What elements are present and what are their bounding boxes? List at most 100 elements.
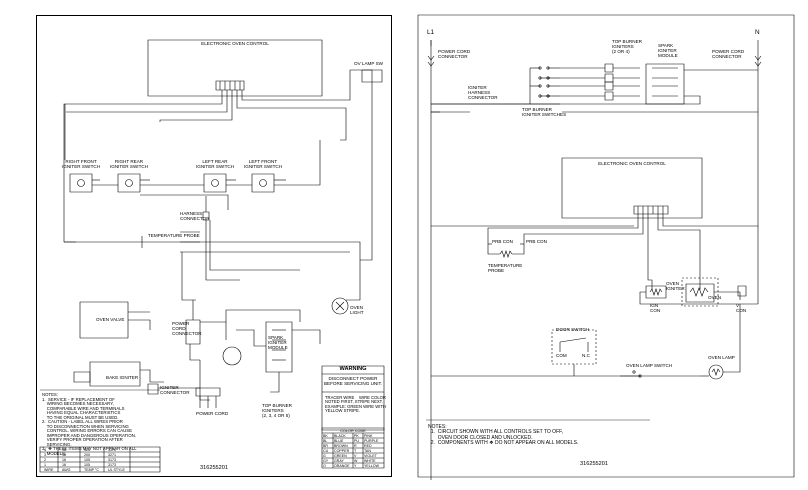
- power-cord-left: POWER CORD CONNECTOR: [438, 49, 471, 59]
- oven-light-symbol: [332, 298, 348, 314]
- top-burner-label: TOP BURNER IGNITERS (2, 3, 4 OR 5): [262, 403, 292, 418]
- nc-label: N.C: [582, 353, 590, 358]
- spark-module: [646, 64, 684, 104]
- wire-table-cell: 2: [44, 457, 46, 462]
- wire-table-cell: 1: [44, 462, 46, 467]
- door-switch-label: DOOR SWITCH: [556, 327, 590, 332]
- left-part-number: 316255201: [200, 465, 228, 471]
- wire-table-cell: 18: [62, 452, 66, 457]
- wiring-sheet: [36, 15, 392, 477]
- color-code-cell: CU: [323, 448, 329, 453]
- control-title: ELECTRONIC OVEN CONTROL: [201, 41, 269, 46]
- color-code-cell: BR: [323, 443, 328, 448]
- wire-table-cell: 3173: [108, 457, 116, 462]
- electronic-oven-control: [562, 158, 702, 218]
- switch-box: [70, 174, 92, 192]
- color-code-cell: YELLOW: [364, 463, 379, 468]
- bake-ignitor-label: BAKE IGNITER: [106, 375, 139, 380]
- oven-valve-label: OVEN VALVE: [96, 317, 125, 322]
- color-code-cell: PURPLE: [364, 438, 379, 443]
- wire-table-cell: 125: [84, 447, 90, 452]
- tracer-text: TRACER WIRE WIRE COLOR NOTED FIRST, STRI…: [325, 395, 386, 414]
- oven-valve-label-right: OVEN: [708, 295, 722, 300]
- color-code-cell: VIOLET: [364, 453, 377, 458]
- color-code-cell: BK: [323, 433, 328, 438]
- ign-con-label: IGN CON: [650, 303, 661, 313]
- wire-table-cell: UL STYLE: [108, 467, 125, 472]
- color-code-cell: G: [323, 453, 326, 458]
- left-notes: NOTES: 1. SERVICE - IF REPLACEMENT OF WI…: [42, 392, 137, 456]
- temp-probe-right: TEMPERATURE PROBE: [488, 263, 523, 273]
- oven-lamp-label: OVEN LAMP: [708, 355, 735, 360]
- color-code-cell: Y: [354, 463, 357, 468]
- igniter-switches-label: TOP BURNER IGNITER SWITCHES: [522, 107, 567, 117]
- oven-lamp-symbol: [709, 365, 723, 379]
- color-code-cell: V: [354, 453, 357, 458]
- color-code-cell: ORANGE: [334, 463, 350, 468]
- wire-table-cell: 3173: [108, 462, 116, 467]
- n-label: N: [755, 29, 760, 36]
- power-cord-label: POWER CORD: [196, 411, 229, 416]
- ignitor-connector-label: IGNITER CONNECTOR: [160, 385, 190, 395]
- color-code-cell: GREEN: [334, 453, 347, 458]
- spark-igniter-module: SPARK IGNITER MODULE: [658, 43, 678, 58]
- color-code-cell: RED: [364, 443, 372, 448]
- wire-table-cell: 3170: [108, 447, 116, 452]
- power-cord-connector-label: POWER CORD CONNECTOR: [172, 321, 202, 336]
- warning-box: [322, 366, 384, 430]
- wire-table-cell: 16: [62, 457, 66, 462]
- switch-label-2: RIGHT REAR IGNITER SWITCH: [109, 159, 149, 169]
- com-label: COM: [556, 353, 567, 358]
- power-cord-right: POWER CORD CONNECTOR: [712, 49, 745, 59]
- color-code-cell: WHITE: [364, 458, 376, 463]
- switch-label-3: LEFT REAR IGNITER SWITCH: [195, 159, 235, 169]
- switch-label-1: RIGHT FRONT IGNITER SWITCH: [61, 159, 101, 169]
- oven-valve-box: [686, 284, 714, 302]
- harness-label: HARNESS CONNECTOR: [180, 211, 210, 221]
- color-code-cell: BLUE: [334, 438, 344, 443]
- color-code-cell: R: [354, 443, 357, 448]
- color-code-cell: COPPER: [334, 448, 350, 453]
- door-switch-box: [552, 330, 596, 364]
- oven-lamp-switch-label-right: OVEN LAMP SWITCH: [626, 363, 673, 368]
- oven-igniter-label: OVEN IGNITER: [666, 281, 685, 291]
- color-code-cell: PU: [354, 438, 359, 443]
- wire-table-cell: WIRE: [44, 467, 54, 472]
- warning-text: DISCONNECT POWER BEFORE SERVICING UNIT.: [323, 376, 383, 386]
- warning-title: WARNING: [339, 366, 367, 372]
- oven-light-label: OVEN LIGHT: [350, 305, 364, 315]
- right-control-title: ELECTRONIC OVEN CONTROL: [598, 161, 666, 166]
- right-part-number: 316255201: [580, 461, 608, 467]
- wire-table-cell: 18: [62, 447, 66, 452]
- color-code-cell: PINK: [364, 433, 373, 438]
- wire-table-cell: AWG: [62, 467, 71, 472]
- color-code-cell: BLACK: [334, 433, 346, 438]
- bake-ignitor-block: [90, 362, 140, 386]
- wire-table-cell: 4: [44, 447, 46, 452]
- wire-table-cell: 105: [84, 462, 90, 467]
- wire-table-cell: 200: [84, 452, 90, 457]
- wire-table-cell: 3: [44, 452, 46, 457]
- color-code-cell: BROWN: [334, 443, 348, 448]
- wire-table-cell: 3271: [108, 452, 116, 457]
- color-code-cell: BL: [323, 438, 328, 443]
- color-code-cell: PK: [354, 433, 359, 438]
- color-code-cell: O: [323, 463, 326, 468]
- color-code-cell: T: [354, 448, 357, 453]
- spark-module-label: SPARK IGNITER MODULE: [268, 335, 288, 350]
- prb-con-1: PRB CON: [492, 239, 513, 244]
- color-code-cell: GY: [323, 458, 329, 463]
- right-notes: NOTES: 1. CIRCUIT SHOWN WITH ALL CONTROL…: [428, 424, 579, 446]
- top-burner-igniters: TOP BURNER IGNITERS (2 OR 4): [612, 39, 642, 54]
- wire-table: [40, 447, 160, 472]
- igniter-harness-label: IGNITER HARNESS CONNECTOR: [468, 85, 498, 100]
- oven-lamp-switch-label: OV LAMP SW: [354, 61, 384, 66]
- switch-label-4: LEFT FRONT IGNITER SWITCH: [243, 159, 283, 169]
- color-code-cell: TAN: [364, 448, 371, 453]
- temp-probe-label: TEMPERATURE PROBE: [148, 233, 200, 238]
- wire-table-cell: 16: [62, 462, 66, 467]
- wire-table-cell: 105: [84, 457, 90, 462]
- color-code-title: COLOR CODE: [340, 429, 366, 433]
- l1-label: L1: [427, 29, 435, 36]
